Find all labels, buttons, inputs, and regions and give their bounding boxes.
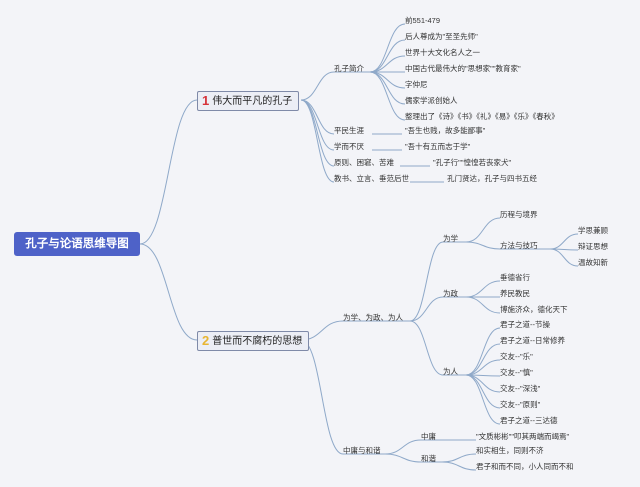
person-item[interactable]: 君子之道--日常修养 [500, 336, 565, 345]
number-badge-2: 2 [202, 333, 210, 348]
branch-title-2: 普世而不腐朽的思想 [212, 336, 303, 347]
connector-person-item [465, 327, 501, 376]
connector-root-branch1 [139, 99, 198, 245]
connector-sub1-govern [409, 296, 444, 322]
connector-method-item [549, 248, 579, 267]
intro-item[interactable]: 儒家学派创始人 [405, 96, 458, 105]
connector-harmony-item [441, 461, 477, 471]
connector-branch1-child [300, 99, 335, 135]
detail-teaching[interactable]: 孔门贤达，孔子与四书五经 [447, 174, 537, 183]
connector-branch1-child [300, 99, 335, 183]
govern-item[interactable]: 博施济众，德化天下 [500, 305, 568, 314]
person-item[interactable]: 君子之道--三达德 [500, 416, 558, 425]
person-item[interactable]: 交友--"深浅" [500, 384, 541, 393]
root-node[interactable]: 孔子与论语思维导图 [14, 232, 140, 256]
connector-intro-item [369, 39, 406, 73]
node-tireless-study[interactable]: 学而不厌 [334, 142, 364, 151]
intro-item[interactable]: 整理出了《诗》《书》《礼》《易》《乐》《春秋》 [405, 112, 559, 121]
intro-item[interactable]: 后人尊成为"至圣先师" [405, 32, 478, 41]
connector-sub1-person [409, 320, 444, 376]
connector-intro-item [369, 55, 406, 73]
node-harmony[interactable]: 和谐 [421, 454, 436, 463]
connector-govern-item [465, 296, 501, 314]
detail-hardship[interactable]: "孔子行""惶惶若丧家犬" [433, 158, 512, 167]
node-doctrine-mean[interactable]: 中庸 [421, 432, 436, 441]
harmony-item[interactable]: 和实相生，同则不济 [476, 446, 544, 455]
node-study-govern-person[interactable]: 为学、为政、为人 [343, 313, 403, 322]
connector-person-item [465, 343, 501, 376]
person-item[interactable]: 交友--"乐" [500, 352, 533, 361]
method-item[interactable]: 学思兼顾 [578, 226, 608, 235]
connector-branch1-child [300, 71, 335, 101]
method-item[interactable]: 辩证思想 [578, 242, 608, 251]
connector-person-item [465, 374, 501, 425]
connector-govern-item [465, 280, 501, 298]
intro-item[interactable]: 中国古代最伟大的"思想家""教育家" [405, 64, 521, 73]
connector-harmony-item [441, 453, 477, 463]
detail-commoner-life[interactable]: "吾生也贱，故多能鄙事" [405, 126, 486, 135]
person-item[interactable]: 君子之道--节操 [500, 320, 550, 329]
connector-intro-item [369, 71, 406, 105]
branch-title-1: 伟大而平凡的孔子 [212, 96, 293, 107]
node-commoner-life[interactable]: 平民生涯 [334, 126, 364, 135]
intro-item[interactable]: 前551-479 [405, 16, 441, 25]
connector-intro-item [369, 23, 406, 73]
node-person[interactable]: 为人 [443, 367, 458, 376]
node-study[interactable]: 为学 [443, 234, 458, 243]
node-hardship[interactable]: 原则、困窘、苦难 [334, 158, 394, 167]
connector-branch2-sub2 [300, 339, 344, 455]
harmony-item[interactable]: 君子和而不同，小人同而不和 [476, 462, 574, 471]
person-item[interactable]: 交友--"慎" [500, 368, 533, 377]
connector-sub2-mean [384, 439, 422, 455]
govern-item[interactable]: 垂德省行 [500, 273, 530, 282]
govern-item[interactable]: 养民教民 [500, 289, 530, 298]
node-govern[interactable]: 为政 [443, 289, 458, 298]
node-mean-harmony[interactable]: 中庸与和谐 [343, 446, 381, 455]
node-teaching[interactable]: 教书、立言、垂范后世 [334, 174, 409, 183]
connector-method-item [549, 233, 579, 250]
person-item[interactable]: 交友--"原则" [500, 400, 541, 409]
detail-tireless-study[interactable]: "吾十有五而志于学" [405, 142, 471, 151]
connector-intro-item [369, 71, 406, 121]
connector-root-branch2 [139, 243, 198, 341]
intro-item[interactable]: 字仲尼 [405, 80, 428, 89]
connector-person-item [465, 374, 501, 393]
study-item-course[interactable]: 历程与境界 [500, 210, 538, 219]
study-item-method[interactable]: 方法与技巧 [500, 241, 538, 250]
connector-study-item [465, 217, 501, 243]
detail-doctrine-mean[interactable]: "文质彬彬""叩其两端而竭焉" [476, 432, 570, 441]
number-badge-1: 1 [202, 93, 210, 108]
intro-item[interactable]: 世界十大文化名人之一 [405, 48, 480, 57]
connector-intro-item [369, 71, 406, 89]
method-item[interactable]: 温故知新 [578, 258, 608, 267]
connector-sub1-study [409, 241, 444, 322]
connector-study-item [465, 241, 501, 250]
connector-sub2-harmony [384, 453, 422, 463]
node-intro[interactable]: 孔子简介 [334, 64, 364, 73]
